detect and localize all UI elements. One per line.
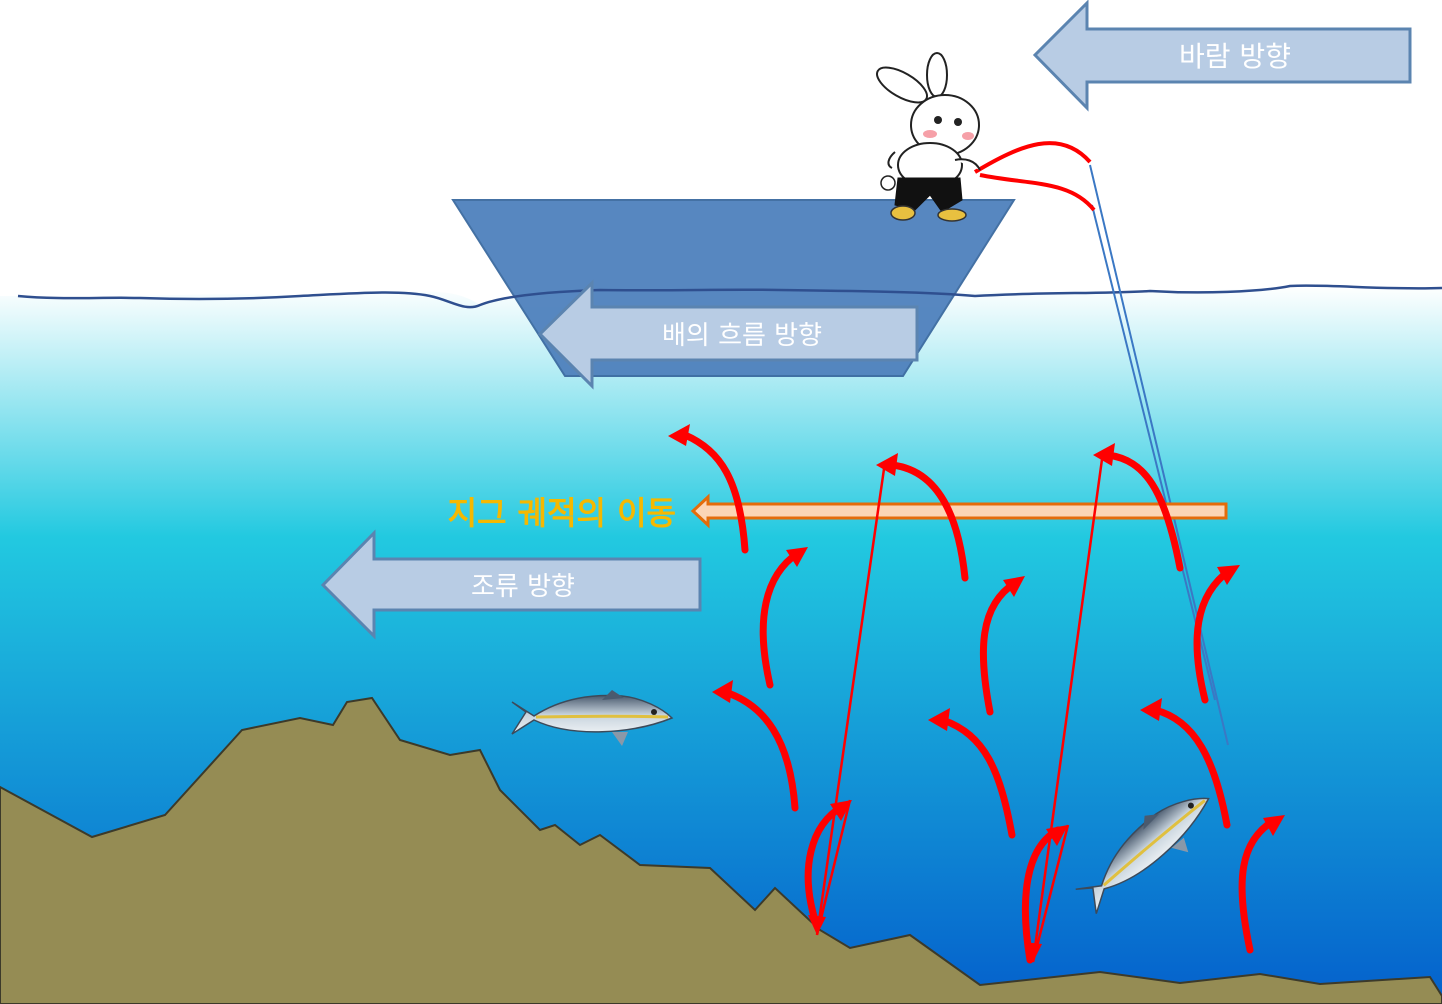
boat-drift-label: 배의 흐름 방향 [662, 321, 822, 351]
wind-direction-arrow: 바람 방향 [1032, 0, 1412, 112]
jig-motion-arrow [759, 549, 802, 689]
jig-motion-arrows [681, 431, 1279, 964]
jig-motion-arrow [1238, 816, 1279, 954]
jig-motion-arrow [804, 802, 847, 924]
water-surface-line [17, 284, 1442, 309]
jig-trajectory-arrow: 지그 궤적의 이동 [448, 493, 1228, 532]
jig-motion-arrowheads [668, 424, 1285, 962]
current-direction-label: 조류 방향 [471, 572, 575, 602]
yellowtail-fish-icon [511, 690, 674, 746]
jig-motion-arrow [1021, 826, 1062, 964]
jig-motion-arrow [1151, 706, 1231, 829]
jig-trajectory-label: 지그 궤적의 이동 [448, 494, 676, 532]
jig-motion-arrow [939, 716, 1016, 839]
fishing-line [1089, 164, 1229, 746]
jig-motion-arrow [681, 431, 749, 554]
boat-drift-arrow: 배의 흐름 방향 [537, 279, 919, 390]
wind-direction-label: 바람 방향 [1179, 40, 1291, 73]
jig-motion-arrow [1104, 451, 1184, 572]
jig-motion-arrow [721, 688, 799, 812]
jig-motion-arrow [1193, 566, 1234, 704]
yellowtail-fish-icon [1075, 797, 1210, 914]
seabed [0, 696, 1442, 1004]
jig-motion-arrow [888, 461, 969, 582]
current-direction-arrow: 조류 방향 [320, 529, 702, 640]
jig-motion-arrow [979, 579, 1019, 716]
rabbit-angler-icon [876, 52, 1096, 222]
